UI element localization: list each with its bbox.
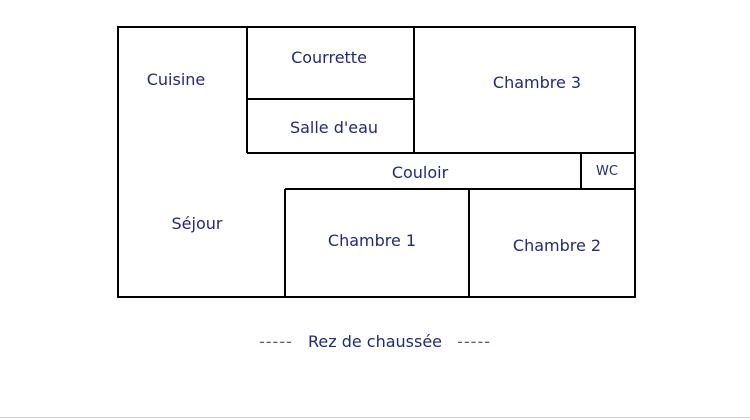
room-label-couloir: Couloir [392,163,449,182]
bottom-divider [0,417,750,418]
room-label-chambre-2: Chambre 2 [513,236,601,255]
room-label-wc: WC [596,164,618,179]
room-label-courrette: Courrette [291,48,367,67]
floor-caption: ----- Rez de chaussée ----- [0,332,750,351]
room-label-cuisine: Cuisine [147,70,206,89]
caption-dash-right: ----- [457,332,491,351]
caption-dash-left: ----- [259,332,293,351]
caption-text: Rez de chaussée [307,332,443,351]
outer-wall [117,26,636,298]
room-label-chambre-3: Chambre 3 [493,73,581,92]
room-label-sejour: Séjour [172,214,223,233]
room-label-chambre-1: Chambre 1 [328,231,416,250]
room-label-salle-deau: Salle d'eau [290,118,378,137]
